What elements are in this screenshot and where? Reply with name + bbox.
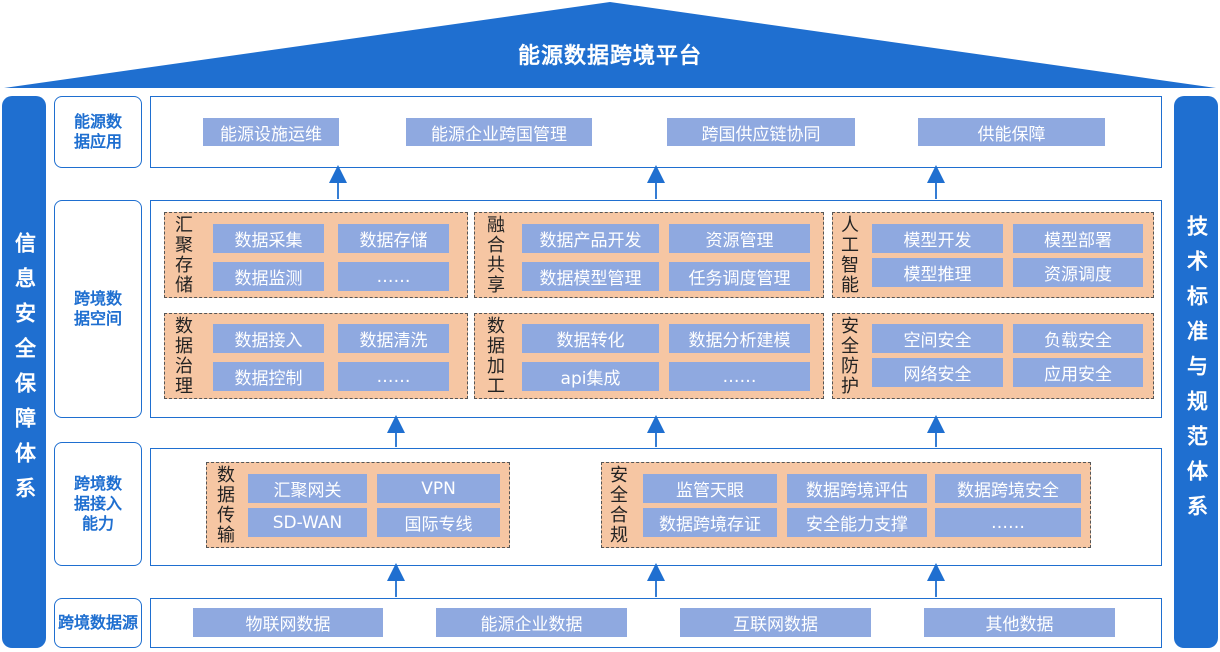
platform-title: 能源数据跨境平台 <box>517 44 702 69</box>
group-label: 融合共享 <box>487 215 505 296</box>
right-banner: 技术标准与规范体系 <box>1174 96 1218 648</box>
left-banner-text: 信息安全保障体系 <box>12 232 37 512</box>
app-item: 跨国供应链协同 <box>667 118 855 146</box>
group-label: 数据治理 <box>175 316 193 397</box>
app-item: 能源企业跨国管理 <box>406 118 592 146</box>
space-item: 数据分析建模 <box>669 324 810 353</box>
access-item: …… <box>935 508 1081 537</box>
space-item: 模型开发 <box>872 224 1003 253</box>
group-label: 安全防护 <box>841 316 859 397</box>
space-item: …… <box>338 262 449 291</box>
access-item: VPN <box>377 474 500 503</box>
space-item: 数据控制 <box>213 362 324 391</box>
app-item: 能源设施运维 <box>203 118 339 146</box>
space-item: …… <box>669 362 810 391</box>
roof <box>4 2 1216 88</box>
source-item: 物联网数据 <box>193 608 383 637</box>
space-item: 数据监测 <box>213 262 324 291</box>
group-label: 汇聚存储 <box>175 215 193 296</box>
layer-label-space: 跨境数据空间 <box>54 200 142 418</box>
space-item: 模型推理 <box>872 258 1003 287</box>
space-item: 数据转化 <box>522 324 659 353</box>
group-label: 数据加工 <box>487 316 505 397</box>
group-label: 数据传输 <box>217 465 235 546</box>
layer-label-access-text: 跨境数据接入能力 <box>73 474 122 533</box>
space-item: 任务调度管理 <box>669 262 810 291</box>
layer-label-source-text: 跨境数据源 <box>58 613 139 632</box>
space-item: api集成 <box>522 362 659 391</box>
space-item: …… <box>338 362 449 391</box>
access-item: 数据跨境评估 <box>787 474 927 503</box>
space-item: 数据采集 <box>213 224 324 253</box>
layer-label-space-text: 跨境数据空间 <box>73 289 122 328</box>
space-item: 模型部署 <box>1013 224 1143 253</box>
group-label: 人工智能 <box>841 215 859 296</box>
layer-label-access: 跨境数据接入能力 <box>54 442 142 566</box>
source-item: 其他数据 <box>924 608 1115 637</box>
space-item: 负载安全 <box>1013 324 1143 353</box>
space-item: 数据清洗 <box>338 324 449 353</box>
left-banner: 信息安全保障体系 <box>2 96 46 648</box>
group-label: 安全合规 <box>610 465 628 546</box>
app-item: 供能保障 <box>918 118 1105 146</box>
access-item: 数据跨境存证 <box>643 508 777 537</box>
access-item: 监管天眼 <box>643 474 777 503</box>
space-item: 网络安全 <box>872 358 1003 387</box>
space-item: 资源管理 <box>669 224 810 253</box>
space-item: 数据接入 <box>213 324 324 353</box>
access-item: 数据跨境安全 <box>935 474 1081 503</box>
access-item: SD-WAN <box>248 508 367 537</box>
space-item: 数据存储 <box>338 224 449 253</box>
source-item: 互联网数据 <box>680 608 871 637</box>
space-item: 资源调度 <box>1013 258 1143 287</box>
access-item: 汇聚网关 <box>248 474 367 503</box>
source-item: 能源企业数据 <box>436 608 627 637</box>
space-item: 数据模型管理 <box>522 262 659 291</box>
space-item: 数据产品开发 <box>522 224 659 253</box>
access-item: 安全能力支撑 <box>787 508 927 537</box>
space-item: 应用安全 <box>1013 358 1143 387</box>
right-banner-text: 技术标准与规范体系 <box>1184 214 1209 530</box>
layer-label-application: 能源数据应用 <box>54 96 142 168</box>
layer-label-source: 跨境数据源 <box>54 598 142 648</box>
access-item: 国际专线 <box>377 508 500 537</box>
space-item: 空间安全 <box>872 324 1003 353</box>
layer-label-application-text: 能源数据应用 <box>73 112 122 151</box>
